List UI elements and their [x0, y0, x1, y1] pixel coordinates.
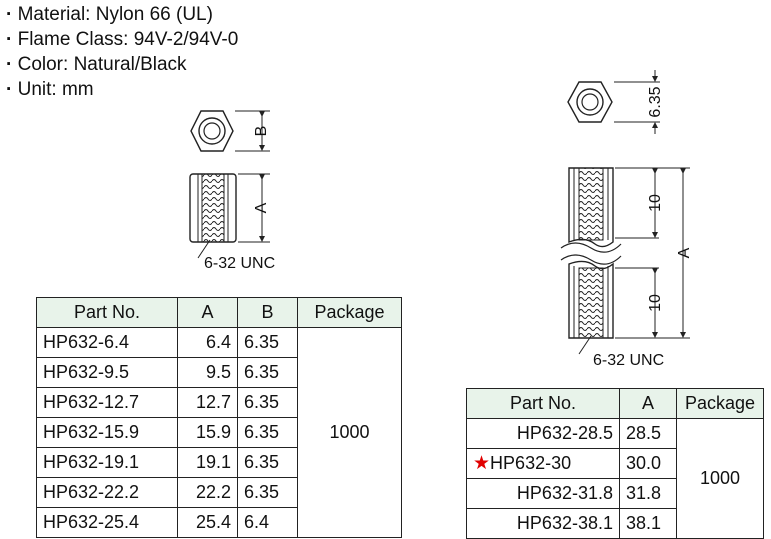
- part-no-text: HP632-30: [490, 453, 572, 473]
- table-row: HP632-31.8 31.8: [466, 478, 764, 509]
- hex-top-view: [567, 81, 613, 123]
- table-header-row: Part No. A Package: [466, 388, 764, 419]
- thread-label: 6-32 UNC: [204, 255, 275, 272]
- dim-a-label: A: [253, 202, 270, 213]
- cell-package: 1000: [297, 327, 402, 538]
- table-row: HP632-19.1 19.1 6.35: [36, 447, 402, 478]
- star-icon: ★: [473, 453, 491, 474]
- dim-hex-label: 6.35: [647, 86, 664, 117]
- table-row: HP632-25.4 25.4 6.4: [36, 507, 402, 538]
- spec-list: Material: Nylon 66 (UL) Flame Class: 94V…: [6, 2, 239, 102]
- table-row: HP632-6.4 6.4 6.35 1000: [36, 327, 402, 538]
- cell-a: 9.5: [177, 357, 238, 388]
- header-package: Package: [297, 297, 402, 328]
- cell-a: 28.5: [619, 418, 677, 449]
- header-part-no: Part No.: [466, 388, 620, 419]
- header-a: A: [177, 297, 238, 328]
- cell-a: 30.0: [619, 448, 677, 479]
- spec-flame-class: Flame Class: 94V-2/94V-0: [6, 27, 239, 52]
- cell-part-no: HP632-38.1: [466, 508, 620, 539]
- cell-b: 6.35: [237, 417, 298, 448]
- cell-part-no: HP632-6.4: [36, 327, 178, 358]
- table-row: HP632-28.5 28.5 1000: [466, 418, 764, 539]
- header-a: A: [619, 388, 677, 419]
- spec-table-2: Part No. A Package HP632-28.5 28.5 1000 …: [466, 388, 764, 539]
- cell-b: 6.35: [237, 387, 298, 418]
- dimension-top-10: 10: [615, 167, 690, 239]
- cell-b: 6.35: [237, 327, 298, 358]
- table-header-row: Part No. A B Package: [36, 297, 402, 328]
- hex-top-view: [190, 110, 234, 152]
- left-spacer-drawing: B A 6-32 UNC: [189, 110, 275, 272]
- cell-a: 15.9: [177, 417, 238, 448]
- dimension-bottom-10: 10: [615, 267, 690, 339]
- spec-table-1: Part No. A B Package HP632-6.4 6.4 6.35 …: [36, 297, 402, 538]
- dim-top-label: 10: [647, 194, 664, 212]
- header-b: B: [237, 297, 298, 328]
- cell-b: 6.35: [237, 447, 298, 478]
- table-row: HP632-9.5 9.5 6.35: [36, 357, 402, 388]
- dim-bottom-label: 10: [647, 294, 664, 312]
- spec-unit: Unit: mm: [6, 77, 238, 102]
- dim-b-label: B: [253, 126, 270, 137]
- dimension-a: A: [238, 173, 270, 243]
- cell-package: 1000: [676, 418, 764, 539]
- spacer-side-view: [560, 167, 622, 339]
- spec-color: Color: Natural/Black: [6, 52, 238, 77]
- spacer-side-view: [189, 173, 237, 243]
- table-row: HP632-38.1 38.1: [466, 508, 764, 539]
- cell-a: 12.7: [177, 387, 238, 418]
- cell-part-no: HP632-31.8: [466, 478, 620, 509]
- cell-a: 31.8: [619, 478, 677, 509]
- cell-a: 25.4: [177, 507, 238, 538]
- cell-part-no: HP632-25.4: [36, 507, 178, 538]
- spec-material: Material: Nylon 66 (UL): [6, 2, 238, 27]
- cell-b: 6.35: [237, 357, 298, 388]
- cell-part-no-starred: ★HP632-30: [466, 448, 620, 479]
- cell-part-no: HP632-9.5: [36, 357, 178, 388]
- cell-part-no: HP632-15.9: [36, 417, 178, 448]
- header-package: Package: [676, 388, 764, 419]
- cell-part-no: HP632-22.2: [36, 477, 178, 508]
- header-part-no: Part No.: [36, 297, 178, 328]
- cell-part-no: HP632-12.7: [36, 387, 178, 418]
- cell-b: 6.4: [237, 507, 298, 538]
- cell-part-no: HP632-28.5: [466, 418, 620, 449]
- right-spacer-drawing: 6.35 10 10 A 6-32 UNC: [560, 70, 693, 369]
- thread-label: 6-32 UNC: [593, 352, 664, 369]
- cell-a: 38.1: [619, 508, 677, 539]
- cell-part-no: HP632-19.1: [36, 447, 178, 478]
- table-row: HP632-22.2 22.2 6.35: [36, 477, 402, 508]
- dimension-hex: 6.35: [614, 70, 664, 134]
- dimension-a: A: [676, 168, 693, 338]
- dim-a-label: A: [676, 247, 693, 258]
- table-row: HP632-12.7 12.7 6.35: [36, 387, 402, 418]
- dimension-b: B: [235, 110, 270, 152]
- cell-a: 6.4: [177, 327, 238, 358]
- cell-a: 22.2: [177, 477, 238, 508]
- cell-b: 6.35: [237, 477, 298, 508]
- cell-a: 19.1: [177, 447, 238, 478]
